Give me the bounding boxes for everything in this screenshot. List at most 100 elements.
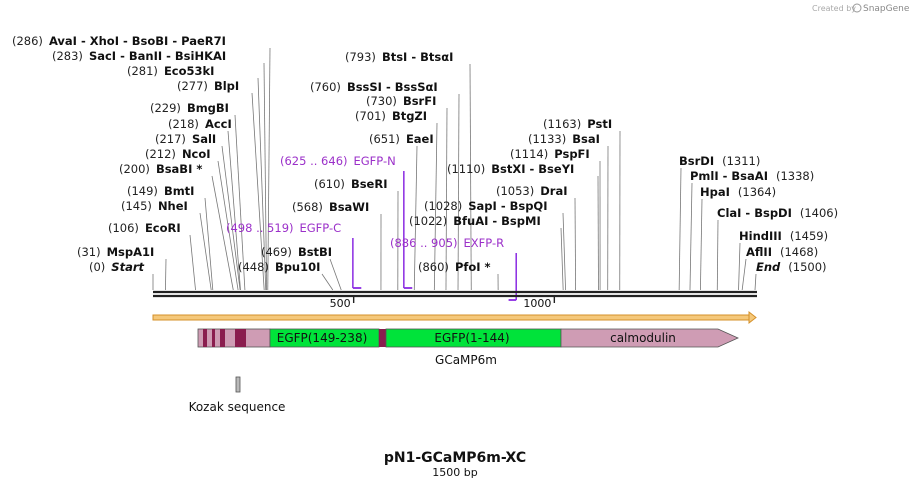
site-labels: (286)AvaI - XhoI - BsoBI - PaeR7I(283)Sa…	[12, 34, 838, 301]
enzyme-name: BspDI	[754, 206, 792, 220]
site-position: (1364)	[738, 185, 776, 199]
site-position: (568)	[292, 200, 323, 214]
enzyme-name: HpaI	[700, 185, 730, 199]
enzyme-name: BsaWI	[329, 200, 369, 214]
site-position: (149)	[127, 184, 158, 198]
site-label-drai: (1053) DraI	[496, 184, 568, 198]
enzyme-name: AvaI	[49, 34, 77, 48]
map-subtitle: 1500 bp	[432, 466, 477, 479]
site-position: (229)	[150, 101, 181, 115]
enzyme-name: - BssSαI	[382, 80, 438, 94]
primer-name: EXFP-R	[464, 236, 505, 250]
feature-tag-2	[212, 329, 215, 347]
site-position: (610)	[314, 177, 345, 191]
site-position: (281)	[127, 64, 158, 78]
leader-btgzi	[433, 122, 438, 291]
orf-bar-body	[152, 314, 750, 321]
enzyme-name: - BseYI	[526, 162, 575, 176]
snapgene-logo-icon	[852, 3, 862, 13]
site-label-pspfi: (1114)PspFI	[510, 147, 590, 161]
site-label-ncoi: (212)NcoI	[145, 147, 211, 161]
enzyme-name: BmgBI	[187, 101, 229, 115]
site-position: (1053)	[496, 184, 534, 198]
site-position: (218)	[168, 117, 199, 131]
enzyme-name: Eco53kI	[164, 64, 215, 78]
site-position: (283)	[52, 49, 83, 63]
enzyme-name: EcoRI	[145, 221, 181, 235]
site-sep: -	[741, 206, 754, 220]
site-position: (200)	[119, 162, 150, 176]
enzyme-name: BseRI	[351, 177, 388, 191]
enzyme-name: - XhoI	[77, 34, 119, 48]
leader-bpu10i	[321, 273, 334, 291]
site-position: (730)	[366, 94, 397, 108]
leader-bsrfi	[445, 107, 448, 291]
site-label-bsai: (1133) BsaI	[528, 132, 600, 146]
watermark-text: Created by	[812, 4, 856, 13]
enzyme-name: DraI	[540, 184, 567, 198]
leader-aflii	[741, 258, 747, 291]
site-label-bmti: (149) BmtI	[127, 184, 194, 198]
leader-hpai	[700, 198, 703, 291]
enzyme-name: End	[756, 260, 781, 274]
site-position: (31)	[77, 245, 101, 259]
enzyme-name: - BtsαI	[407, 50, 453, 64]
enzyme-name: AccI	[205, 117, 232, 131]
leader-hindiii	[738, 242, 741, 291]
leader-bsssi	[457, 93, 460, 291]
leader-bmgbi	[234, 114, 246, 291]
enzyme-name: BsrFI	[403, 94, 436, 108]
scale-tick-label-500: 500	[330, 297, 351, 310]
enzyme-name: Bpu10I	[275, 260, 320, 274]
leader-sapi	[562, 212, 566, 291]
enzyme-name: BmtI	[164, 184, 195, 198]
leader-drai	[574, 197, 577, 291]
site-label-pmli: PmlI - BsaAI(1338)	[690, 169, 814, 183]
site-position: (448)	[238, 260, 269, 274]
site-label-btsi: (793)BtsI - BtsαI	[345, 50, 453, 64]
site-position: (286)	[12, 34, 43, 48]
enzyme-name: NheI	[158, 199, 188, 213]
leader-pmli	[689, 182, 693, 291]
site-label-bmgbi: (229) BmgBI	[150, 101, 229, 115]
site-position: (1459)	[790, 229, 828, 243]
site-label-aflii: AflII(1468)	[746, 245, 818, 259]
site-label-sapi: (1028)SapI - BspQI	[424, 199, 548, 213]
enzyme-name: BtsI	[382, 50, 407, 64]
primer-label-egfp-c: (498 .. 519)EGFP-C	[226, 221, 341, 235]
leader-bmti	[204, 197, 214, 291]
feature-linker	[379, 329, 386, 347]
site-label-ecori: (106)EcoRI	[108, 221, 181, 235]
site-position: (277)	[177, 79, 208, 93]
orf-bar-arrowhead	[748, 310, 757, 325]
enzyme-name: - BanII	[116, 49, 162, 63]
site-label-bfuai: (1022)BfuAI - BspMI	[409, 214, 541, 228]
enzyme-name: SapI	[468, 199, 497, 213]
enzyme-name: BstXI	[491, 162, 525, 176]
site-position: (1163)	[543, 117, 581, 131]
enzyme-name: BtgZI	[392, 109, 427, 123]
primer-name: EGFP-N	[354, 154, 396, 168]
site-label-bsabi: (200) BsaBI *	[119, 162, 202, 176]
leader-avai	[267, 47, 271, 291]
site-position: (1110)	[447, 162, 485, 176]
enzyme-name: BsaI	[572, 132, 600, 146]
site-label-acci: (218) AccI	[168, 117, 232, 131]
leader-bsabi	[211, 175, 234, 291]
enzyme-name: BsaBI *	[156, 162, 202, 176]
site-position: (1022)	[409, 214, 447, 228]
primer-range: (886 .. 905)	[390, 236, 458, 250]
leader-sali	[221, 145, 241, 291]
leader-mspa1i	[165, 258, 167, 291]
enzyme-name: EaeI	[406, 132, 434, 146]
enzyme-name: BstBI	[298, 245, 332, 259]
site-label-blpi: (277)BlpI	[177, 79, 239, 93]
enzyme-name: BfuAI	[453, 214, 488, 228]
enzyme-name: Start	[111, 260, 144, 274]
site-position: (1133)	[528, 132, 566, 146]
kozak-feature: Kozak sequence	[189, 376, 285, 414]
watermark-brand: SnapGene	[863, 4, 910, 14]
site-position: (1406)	[800, 206, 838, 220]
enzyme-name: PmlI	[690, 169, 719, 183]
